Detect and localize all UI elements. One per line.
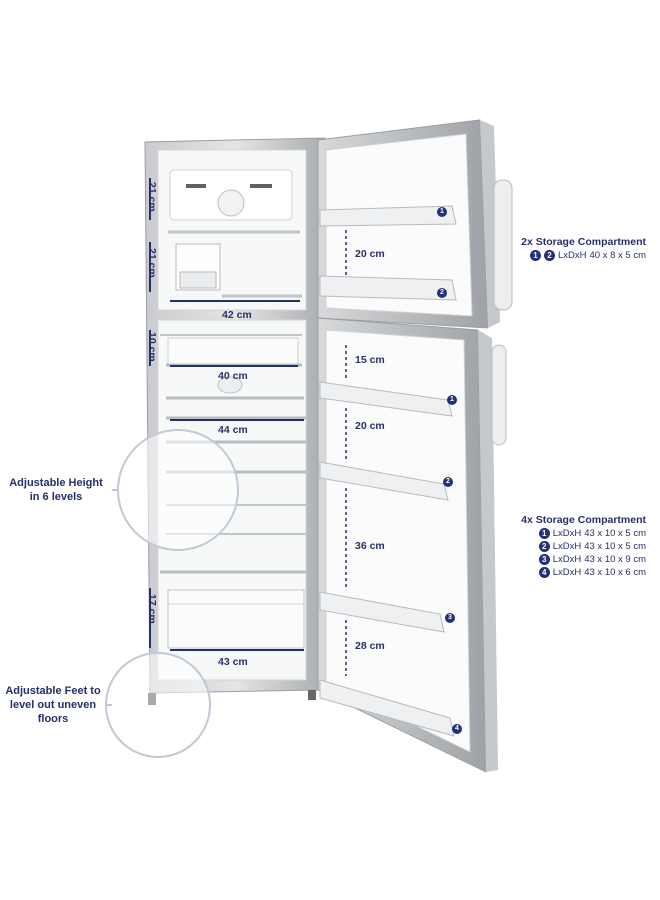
fridge-spec-dims: 43 x 10 x 6 cm <box>584 567 646 578</box>
fridge-spec-row: 1 LxDxH 43 x 10 x 5 cm <box>521 527 646 540</box>
fridge-spec-code: LxDxH <box>552 567 582 578</box>
shelf-width-2: 44 cm <box>218 424 248 436</box>
fridge-spec-dims: 43 x 10 x 5 cm <box>584 541 646 552</box>
freezer-height-bottom: 21 cm <box>146 248 158 278</box>
fridge-spec-num: 1 <box>538 528 550 539</box>
fridge-door <box>317 317 507 773</box>
fridge-spec-dims: 43 x 10 x 5 cm <box>584 528 646 539</box>
fridge-spec-num: 4 <box>538 567 550 578</box>
fridge-spec-row: 3 LxDxH 43 x 10 x 9 cm <box>521 553 646 566</box>
fridge-door-marker-4: 4 <box>452 724 462 734</box>
cabinet <box>144 137 326 705</box>
freezer-spec-code: LxDxH <box>557 250 587 261</box>
fridge-spec-dims: 43 x 10 x 9 cm <box>584 554 646 565</box>
freezer-door <box>317 119 513 329</box>
dimension-lines <box>149 178 347 676</box>
freezer-door-marker-1: 1 <box>437 207 447 217</box>
freezer-spec-title: 2x Storage Compartment <box>521 236 646 248</box>
fridge-spec-num: 3 <box>538 554 550 565</box>
fridge-height-top: 10 cm <box>146 332 158 362</box>
fridge-spec-code: LxDxH <box>552 541 582 552</box>
adjustable-feet-callout: Adjustable Feet to level out uneven floo… <box>5 685 101 725</box>
fridge-spec-num: 2 <box>538 541 550 552</box>
shelf-width-1: 40 cm <box>218 370 248 382</box>
fridge-spec-code: LxDxH <box>552 528 582 539</box>
adjustable-height-callout: Adjustable Height in 6 levels <box>9 477 103 503</box>
fridge-spec-row: 4 LxDxH 43 x 10 x 6 cm <box>521 566 646 579</box>
fridge-spec-code: LxDxH <box>552 554 582 565</box>
freezer-spec: 2x Storage Compartment 1 2 LxDxH 40 x 8 … <box>521 236 646 262</box>
fridge-door-spacing-3: 36 cm <box>355 540 385 552</box>
freezer-spec-dims: 40 x 8 x 5 cm <box>589 250 647 261</box>
fridge-door-spacing-2: 20 cm <box>355 420 385 432</box>
fridge-spec-title: 4x Storage Compartment <box>521 514 646 526</box>
freezer-spec-marker-1: 1 <box>529 250 541 261</box>
freezer-door-spacing: 20 cm <box>355 248 385 260</box>
freezer-width: 42 cm <box>222 309 252 321</box>
crisper-width: 43 cm <box>218 656 248 668</box>
freezer-door-marker-2: 2 <box>437 288 447 298</box>
fridge-door-marker-3: 3 <box>445 613 455 623</box>
freezer-spec-marker-2: 2 <box>543 250 555 261</box>
fridge-door-spacing-4: 28 cm <box>355 640 385 652</box>
freezer-height-top: 21 cm <box>146 182 158 212</box>
fridge-door-marker-1: 1 <box>447 395 457 405</box>
fridge-spec: 4x Storage Compartment 1 LxDxH 43 x 10 x… <box>521 514 646 579</box>
fridge-height-crisper: 17 cm <box>146 594 158 624</box>
adjustable-height-circle <box>117 429 239 551</box>
fridge-door-spacing-1: 15 cm <box>355 354 385 366</box>
fridge-spec-row: 2 LxDxH 43 x 10 x 5 cm <box>521 540 646 553</box>
fridge-door-marker-2: 2 <box>443 477 453 487</box>
adjustable-feet-circle <box>105 652 211 758</box>
